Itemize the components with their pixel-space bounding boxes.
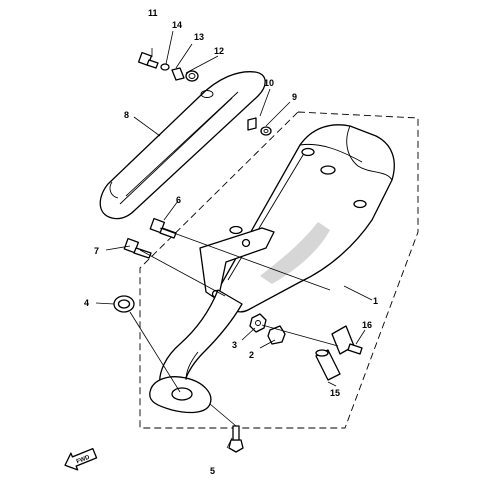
callout-15: 15 bbox=[330, 388, 340, 398]
callout-9: 9 bbox=[292, 92, 297, 102]
bolt-upper bbox=[149, 217, 177, 239]
washer-ten bbox=[247, 117, 257, 131]
callout-13: 13 bbox=[194, 32, 204, 42]
bolt-lower bbox=[123, 237, 152, 259]
stud-bolt bbox=[331, 325, 363, 355]
flange-bolt-lower bbox=[228, 425, 244, 453]
callout-5: 5 bbox=[210, 466, 215, 476]
callout-16: 16 bbox=[362, 320, 372, 330]
callout-3: 3 bbox=[232, 340, 237, 350]
callout-7: 7 bbox=[94, 246, 99, 256]
callout-1: 1 bbox=[373, 296, 378, 306]
collar-top bbox=[171, 67, 185, 81]
callout-6: 6 bbox=[176, 195, 181, 205]
fwd-label: FWD bbox=[76, 454, 92, 465]
callout-2: 2 bbox=[249, 350, 254, 360]
callout-12: 12 bbox=[214, 46, 224, 56]
heat-protector bbox=[99, 71, 266, 220]
nut bbox=[249, 313, 267, 333]
callout-10: 10 bbox=[264, 78, 274, 88]
damper bbox=[185, 70, 199, 82]
exhaust-pipe bbox=[149, 289, 243, 414]
spacer bbox=[315, 349, 341, 381]
gasket bbox=[113, 295, 135, 313]
bolt-top bbox=[137, 51, 159, 69]
callout-4: 4 bbox=[84, 298, 89, 308]
forward-arrow-icon: FWD bbox=[64, 447, 98, 471]
washer-nine bbox=[260, 126, 272, 136]
callout-14: 14 bbox=[172, 20, 182, 30]
washer-top bbox=[160, 63, 170, 71]
callout-11: 11 bbox=[148, 8, 158, 18]
assembly-boundary bbox=[139, 111, 419, 429]
muffler bbox=[199, 124, 395, 313]
callout-8: 8 bbox=[124, 110, 129, 120]
